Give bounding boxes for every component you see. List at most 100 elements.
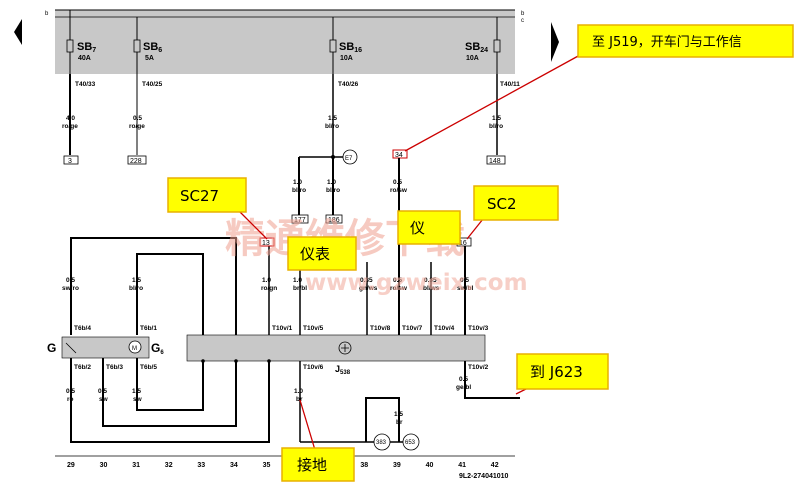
- svg-text:ro: ro: [67, 396, 74, 403]
- svg-text:34: 34: [395, 152, 403, 159]
- position-number: 42: [491, 462, 499, 469]
- wire-sb7: T40/33 4.0 ro/ge 3: [62, 74, 96, 165]
- svg-text:SC2: SC2: [487, 195, 517, 213]
- j538-box: [186, 334, 486, 362]
- g-sender-box: [61, 336, 150, 359]
- wire-left: 0.5 sw/ro T6b/4 1.5 bl/ro T6b/1: [62, 237, 237, 335]
- bus-label-b-right: b: [521, 11, 525, 17]
- wire-sb24: T40/11 1.5 bl/ro 148: [486, 74, 520, 165]
- svg-text:SB24: SB24: [465, 41, 488, 54]
- svg-text:bl/ro: bl/ro: [326, 187, 340, 194]
- position-number: 39: [393, 462, 401, 469]
- svg-text:G6: G6: [151, 341, 164, 356]
- callout-sc2: SC2: [473, 185, 559, 221]
- svg-text:T6b/2: T6b/2: [74, 364, 91, 371]
- svg-text:0.5: 0.5: [393, 179, 402, 186]
- svg-text:1.5: 1.5: [132, 277, 141, 284]
- svg-text:SB7: SB7: [77, 41, 96, 54]
- svg-text:ro/gn: ro/gn: [261, 285, 277, 292]
- svg-text:T40/25: T40/25: [142, 81, 163, 88]
- position-number: 38: [360, 462, 368, 469]
- svg-text:0.5: 0.5: [459, 376, 468, 383]
- fuse-sb16: SB16 10A: [329, 17, 362, 74]
- svg-text:T10v/7: T10v/7: [402, 325, 423, 332]
- connector-13-label: 13: [262, 240, 270, 247]
- svg-text:br/bl: br/bl: [293, 285, 307, 292]
- svg-text:5A: 5A: [145, 55, 154, 62]
- svg-text:br: br: [396, 419, 403, 426]
- svg-text:sw: sw: [99, 396, 109, 403]
- svg-text:J538: J538: [335, 364, 351, 376]
- svg-text:T40/11: T40/11: [500, 81, 520, 88]
- svg-text:T6b/4: T6b/4: [74, 325, 91, 332]
- wire-tv4: 0.35 bl/ws T10v/4: [423, 262, 455, 335]
- position-number: 34: [230, 462, 238, 469]
- svg-text:仪表: 仪表: [300, 245, 330, 263]
- callout-j623: 到 J623: [516, 353, 609, 390]
- svg-text:SB16: SB16: [339, 41, 362, 54]
- position-number: 32: [165, 462, 173, 469]
- wire-tv8: 0.35 gn/ws T10v/8: [359, 262, 391, 335]
- wire-bottom-left: T6b/2 0.5 ro T6b/3 0.5 sw T6b/5 1.5 sw: [66, 358, 271, 443]
- svg-text:10A: 10A: [340, 55, 353, 62]
- svg-text:T6b/5: T6b/5: [140, 364, 157, 371]
- position-number: 29: [67, 462, 75, 469]
- svg-text:1.5: 1.5: [492, 115, 501, 122]
- svg-text:gn/ws: gn/ws: [359, 285, 378, 292]
- svg-text:ro/sw: ro/sw: [390, 285, 408, 292]
- svg-text:0.35: 0.35: [424, 277, 437, 284]
- wire-sb16: T40/26 1.5 bl/ro E7 1.0 bl/ro 1.0 bl/ro …: [291, 74, 359, 224]
- prev-page-icon[interactable]: [14, 19, 22, 45]
- svg-text:1.5: 1.5: [328, 115, 337, 122]
- svg-text:0.5: 0.5: [66, 277, 75, 284]
- svg-text:仪: 仪: [410, 219, 425, 237]
- svg-text:3: 3: [68, 158, 72, 165]
- svg-text:ge/bl: ge/bl: [456, 384, 471, 391]
- position-number: 40: [426, 462, 434, 469]
- svg-text:148: 148: [489, 158, 501, 165]
- svg-text:T10v/8: T10v/8: [370, 325, 391, 332]
- svg-text:16: 16: [459, 240, 467, 247]
- svg-text:1.0: 1.0: [293, 277, 302, 284]
- svg-text:bl/ro: bl/ro: [129, 285, 143, 292]
- svg-text:到 J623: 到 J623: [530, 363, 583, 381]
- svg-text:SB6: SB6: [143, 41, 162, 54]
- svg-text:sw/ro: sw/ro: [62, 285, 79, 292]
- svg-text:0.5: 0.5: [98, 388, 107, 395]
- wire-tv1: 1.0 ro/gn T10v/1: [261, 246, 293, 335]
- svg-text:1.0: 1.0: [293, 179, 302, 186]
- wire-tv2: T10v/2 0.5 ge/bl: [456, 361, 520, 399]
- svg-text:G: G: [47, 341, 56, 355]
- svg-text:10A: 10A: [466, 55, 479, 62]
- position-number: 41: [458, 462, 466, 469]
- svg-text:ro/ge: ro/ge: [129, 123, 145, 130]
- svg-text:383: 383: [376, 440, 387, 446]
- callout-yi: 仪: [397, 210, 461, 245]
- position-number: 30: [100, 462, 108, 469]
- svg-text:ro/sw: ro/sw: [390, 187, 408, 194]
- svg-text:sw/bl: sw/bl: [457, 285, 473, 292]
- svg-text:1.5: 1.5: [394, 411, 403, 418]
- next-page-icon[interactable]: [551, 22, 559, 62]
- svg-text:E7: E7: [345, 156, 353, 162]
- svg-text:0.35: 0.35: [360, 277, 373, 284]
- svg-text:T10v/3: T10v/3: [468, 325, 489, 332]
- svg-text:bl/ro: bl/ro: [292, 187, 306, 194]
- svg-text:bl/ws: bl/ws: [423, 285, 440, 292]
- wire-tv7: 0.5 ro/sw T10v/7: [390, 277, 423, 332]
- svg-text:0.5: 0.5: [66, 388, 75, 395]
- svg-text:1.0: 1.0: [262, 277, 271, 284]
- svg-text:653: 653: [405, 440, 416, 446]
- svg-text:M: M: [132, 346, 137, 352]
- document-id: 9L2-274041010: [459, 473, 509, 480]
- connector-34: 34 0.5 ro/sw: [390, 149, 408, 335]
- svg-text:T10v/5: T10v/5: [303, 325, 324, 332]
- callout-j519: 至 J519，开车门与工作信: [577, 24, 794, 58]
- svg-text:1.0: 1.0: [327, 179, 336, 186]
- watermark-url: www.gzweix.com: [305, 270, 528, 296]
- svg-text:0.5: 0.5: [133, 115, 142, 122]
- svg-text:bl/ro: bl/ro: [489, 123, 503, 130]
- svg-text:40A: 40A: [78, 55, 91, 62]
- callout-ground: 接地: [281, 447, 355, 482]
